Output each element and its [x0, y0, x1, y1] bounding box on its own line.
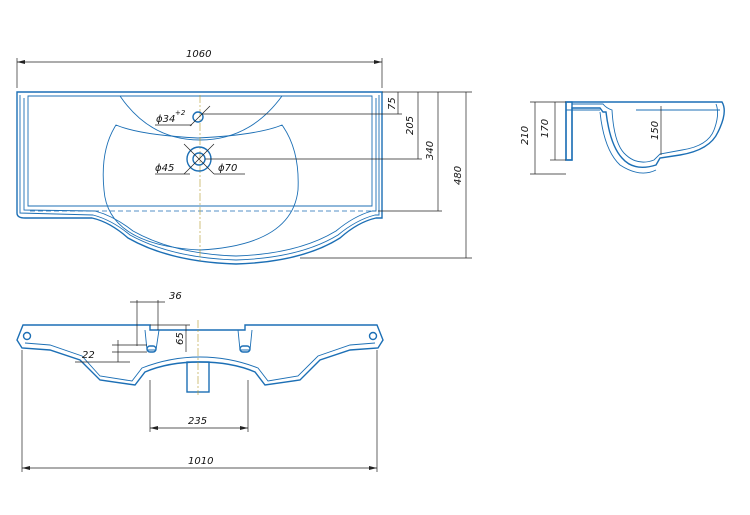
side-section-outer: [565, 101, 725, 168]
dim-65: 65: [175, 332, 186, 345]
front-outline: [16, 324, 384, 386]
side-wall: [565, 101, 573, 161]
top-view: 1060 ϕ34 +2 ϕ45 ϕ70 75 205 340 480: [16, 49, 472, 265]
dim-205: 205: [405, 116, 416, 135]
side-underside: [599, 111, 657, 174]
bracket-right: [237, 329, 253, 351]
dim-480: 480: [453, 166, 464, 185]
dim-1010: 1010: [188, 456, 213, 467]
tap-hole: [192, 111, 204, 123]
mount-hole-right: [368, 331, 378, 341]
slot-right: [239, 345, 251, 353]
front-view: 36 65 22 235 1010: [16, 291, 384, 472]
dim-170: 170: [540, 119, 551, 138]
basin-rim: [27, 95, 373, 207]
dim-drain-inner: ϕ45: [155, 163, 174, 174]
slot-left: [146, 345, 157, 353]
tap-deck: [119, 95, 283, 141]
dim-tap-hole: ϕ34: [156, 114, 175, 125]
dim-width: 1060: [186, 49, 211, 60]
basin-outline-3: [23, 98, 377, 257]
dim-tap-hole-tolerance: +2: [175, 109, 186, 117]
bracket-left: [144, 329, 160, 351]
dim-drain-outer: ϕ70: [218, 163, 237, 174]
bowl-opening: [102, 124, 299, 251]
tap-leader: [189, 105, 211, 127]
mount-hole-left: [22, 331, 32, 341]
dim-22: 22: [82, 350, 95, 361]
basin-outline-2: [19, 95, 380, 261]
dim-75: 75: [387, 97, 398, 110]
dim-210: 210: [520, 126, 531, 145]
drain-leader-2: [183, 143, 215, 175]
basin-outer-outline: [16, 91, 383, 265]
dim-235: 235: [188, 416, 207, 427]
side-section-inner: [572, 103, 719, 163]
front-outline-inner: [24, 342, 376, 382]
dim-36: 36: [169, 291, 182, 302]
side-view: 210 170 150: [520, 101, 725, 175]
dim-340: 340: [425, 141, 436, 160]
dim-150: 150: [650, 121, 661, 140]
